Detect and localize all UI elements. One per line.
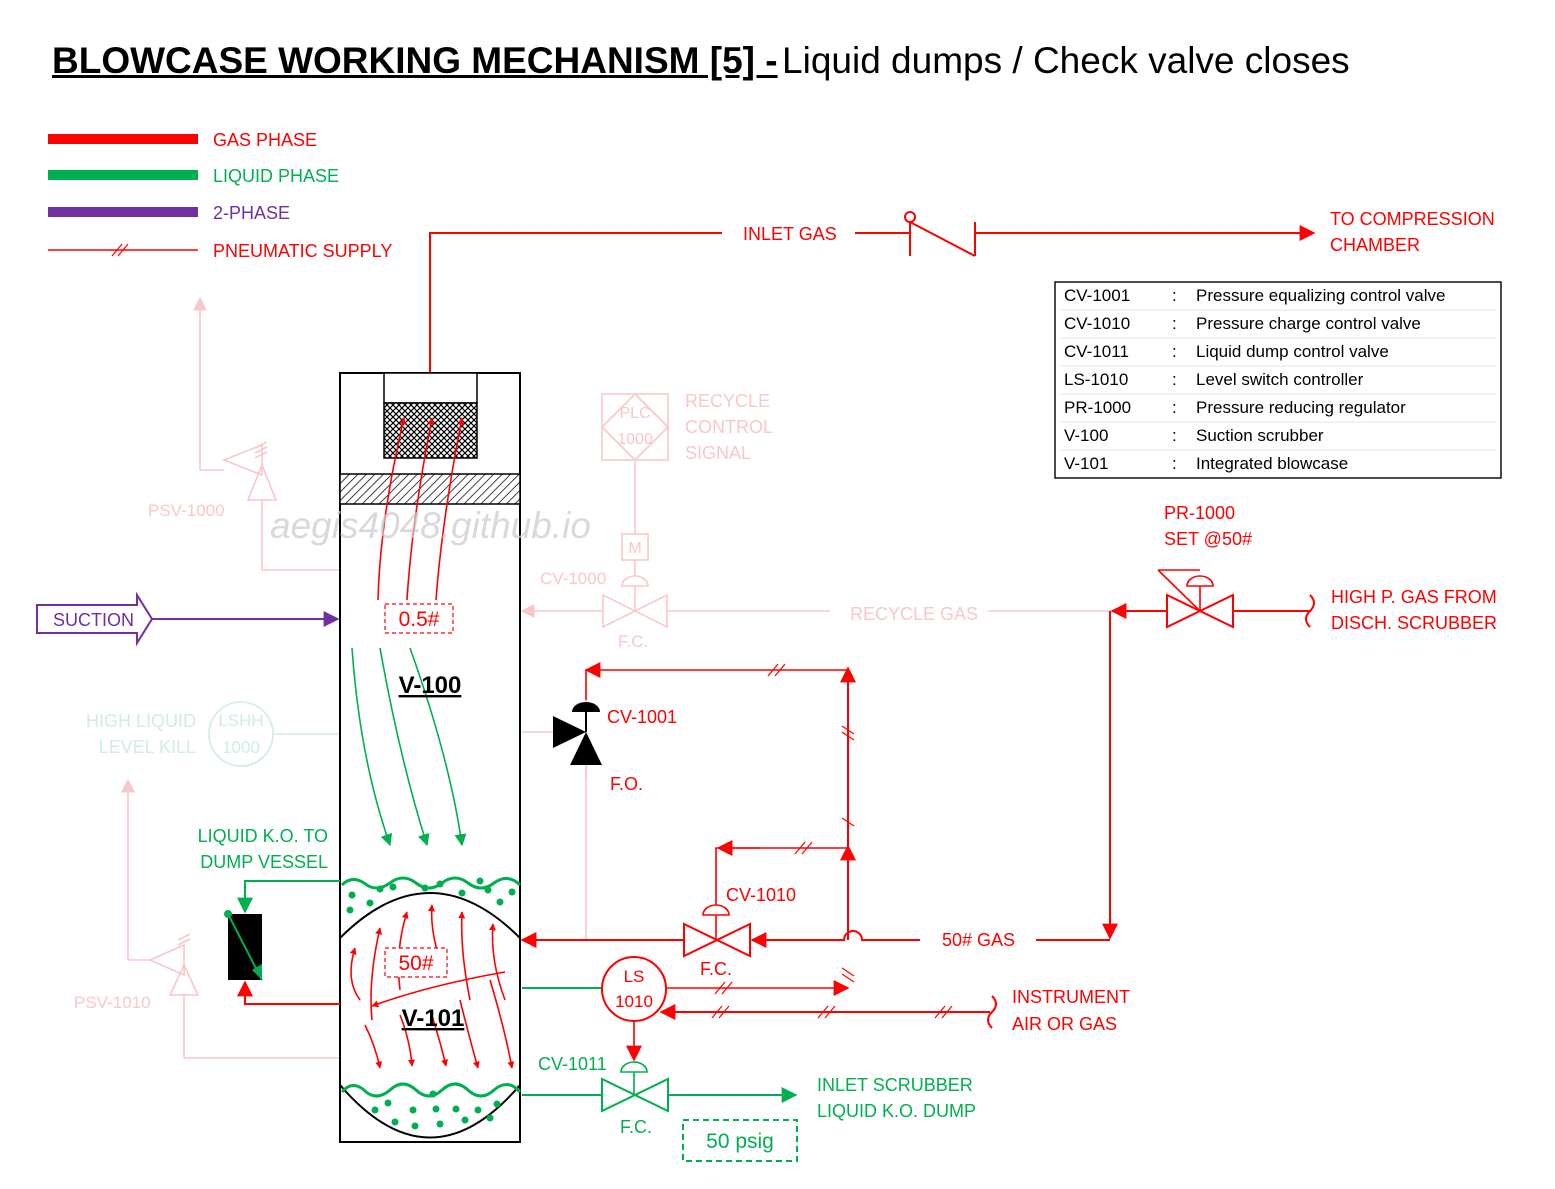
pressure-bottom-box <box>384 947 448 978</box>
recycle-control-1: RECYCLE <box>685 391 770 411</box>
lshh-label-1: LSHH <box>218 711 263 730</box>
title-normal: Liquid dumps / Check valve closes <box>782 40 1350 81</box>
blowcase-bottom-head <box>339 1084 521 1139</box>
table-row-sep: : <box>1172 426 1177 445</box>
high-liquid-label-2: LEVEL KILL <box>99 737 196 757</box>
ls-tag-2: 1010 <box>615 992 653 1011</box>
cv-1000-fail: F.C. <box>618 632 648 651</box>
table-row-tag: LS-1010 <box>1064 370 1128 389</box>
table-row-sep: : <box>1172 314 1177 333</box>
v101-label: V-101 <box>402 1005 465 1032</box>
table-row-desc: Level switch controller <box>1196 370 1364 389</box>
v100-label: V-100 <box>399 672 462 699</box>
pr-1000-label-1: PR-1000 <box>1164 503 1235 523</box>
pressure-bottom: 50# <box>398 952 433 975</box>
cv-1001 <box>522 662 856 940</box>
table-row-desc: Integrated blowcase <box>1196 454 1348 473</box>
table-row-desc: Pressure reducing regulator <box>1196 398 1406 417</box>
table-row-tag: PR-1000 <box>1064 398 1131 417</box>
dump-check-valve <box>224 880 340 1005</box>
liquid-wave-top <box>340 876 522 914</box>
table-row-desc: Suction scrubber <box>1196 426 1324 445</box>
ls-1010 <box>522 956 997 1062</box>
liquid-wave-bottom <box>340 1082 522 1130</box>
liquid-ko-2: DUMP VESSEL <box>200 852 328 872</box>
legend-pneumatic: PNEUMATIC SUPPLY <box>213 241 392 261</box>
psv-1000-label: PSV-1000 <box>148 501 225 520</box>
vessel <box>339 372 521 1143</box>
table-row-desc: Liquid dump control valve <box>1196 342 1389 361</box>
pr-1000 <box>1102 569 1315 940</box>
faded-background: PSV-1000 PSV-1010 LSHH 1000 HIGH LIQUID … <box>74 296 1110 1059</box>
vessel-divider <box>339 473 521 505</box>
cv-1010-fail: F.C. <box>700 959 732 979</box>
table-row-tag: CV-1010 <box>1064 314 1130 333</box>
psv-1010 <box>121 778 340 1059</box>
v100-liquid-arrows <box>351 647 467 847</box>
to-compression-2: CHAMBER <box>1330 235 1420 255</box>
table-row-sep: : <box>1172 454 1177 473</box>
cv-1000-label: CV-1000 <box>540 569 606 588</box>
high-p-gas-2: DISCH. SCRUBBER <box>1331 613 1497 633</box>
lshh-label-2: 1000 <box>222 738 260 757</box>
suction-label: SUCTION <box>53 610 134 630</box>
cv-1001-fail: F.O. <box>610 774 643 794</box>
suction-inlet: SUCTION <box>36 591 340 647</box>
legend: GAS PHASE LIQUID PHASE 2-PHASE PNEUMATIC… <box>48 130 392 261</box>
inlet-scrubber-2: LIQUID K.O. DUMP <box>817 1101 976 1121</box>
psig-label: 50 psig <box>706 1130 774 1153</box>
blowcase-top-head <box>339 892 521 939</box>
plc-label-2: 1000 <box>617 431 653 448</box>
plc-label-1: PLC <box>619 405 650 422</box>
page-title: BLOWCASE WORKING MECHANISM [5] - Liquid … <box>52 40 1350 82</box>
inlet-gas-line <box>429 211 1316 372</box>
high-liquid-label-1: HIGH LIQUID <box>86 711 196 731</box>
table-row-desc: Pressure equalizing control valve <box>1196 286 1445 305</box>
gas-50-label: 50# GAS <box>942 930 1015 950</box>
pr-1000-label-2: SET @50# <box>1164 529 1252 549</box>
inlet-gas-label: INLET GAS <box>743 224 837 244</box>
ls-tag-1: LS <box>624 967 645 986</box>
recycle-control-2: CONTROL <box>685 417 773 437</box>
mist-extractor <box>383 402 478 459</box>
recycle-gas-label: RECYCLE GAS <box>850 604 978 624</box>
legend-liquid: LIQUID PHASE <box>213 166 339 186</box>
v100-gas-arrows <box>377 417 465 601</box>
table-row-tag: CV-1001 <box>1064 286 1130 305</box>
table-row-sep: : <box>1172 342 1177 361</box>
table-row-sep: : <box>1172 286 1177 305</box>
motor-label: M <box>628 540 641 557</box>
instrument-2: AIR OR GAS <box>1012 1014 1117 1034</box>
cv-1011-label: CV-1011 <box>538 1054 607 1074</box>
plc-1000 <box>600 392 670 629</box>
table-row-tag: V-100 <box>1064 426 1108 445</box>
instrument-1: INSTRUMENT <box>1012 987 1130 1007</box>
cv-1010-label: CV-1010 <box>726 885 796 905</box>
recycle-control-3: SIGNAL <box>685 443 751 463</box>
legend-2phase: 2-PHASE <box>213 203 290 223</box>
liquid-ko-1: LIQUID K.O. TO <box>198 826 328 846</box>
table-row-sep: : <box>1172 398 1177 417</box>
cv-1010 <box>520 840 920 958</box>
legend-gas: GAS PHASE <box>213 130 317 150</box>
table-row-tag: CV-1011 <box>1064 342 1129 361</box>
table-row-tag: V-101 <box>1064 454 1108 473</box>
to-compression-1: TO COMPRESSION <box>1330 209 1495 229</box>
table-row-sep: : <box>1172 370 1177 389</box>
table-row-desc: Pressure charge control valve <box>1196 314 1421 333</box>
cv-1011-fail: F.C. <box>620 1117 652 1137</box>
cv-1011 <box>522 1061 798 1113</box>
psig-box <box>682 1119 798 1162</box>
inlet-scrubber-1: INLET SCRUBBER <box>817 1075 973 1095</box>
cv-1001-label: CV-1001 <box>607 707 677 727</box>
high-p-gas-1: HIGH P. GAS FROM <box>1331 587 1497 607</box>
title-bold: BLOWCASE WORKING MECHANISM [5] - <box>52 40 778 81</box>
watermark: aegis4048.github.io <box>270 505 591 546</box>
psv-1000 <box>193 296 340 571</box>
legend-table: CV-1001 : Pressure equalizing control va… <box>1054 281 1502 479</box>
pressure-top: 0.5# <box>399 608 440 631</box>
psv-1010-label: PSV-1010 <box>74 993 151 1012</box>
